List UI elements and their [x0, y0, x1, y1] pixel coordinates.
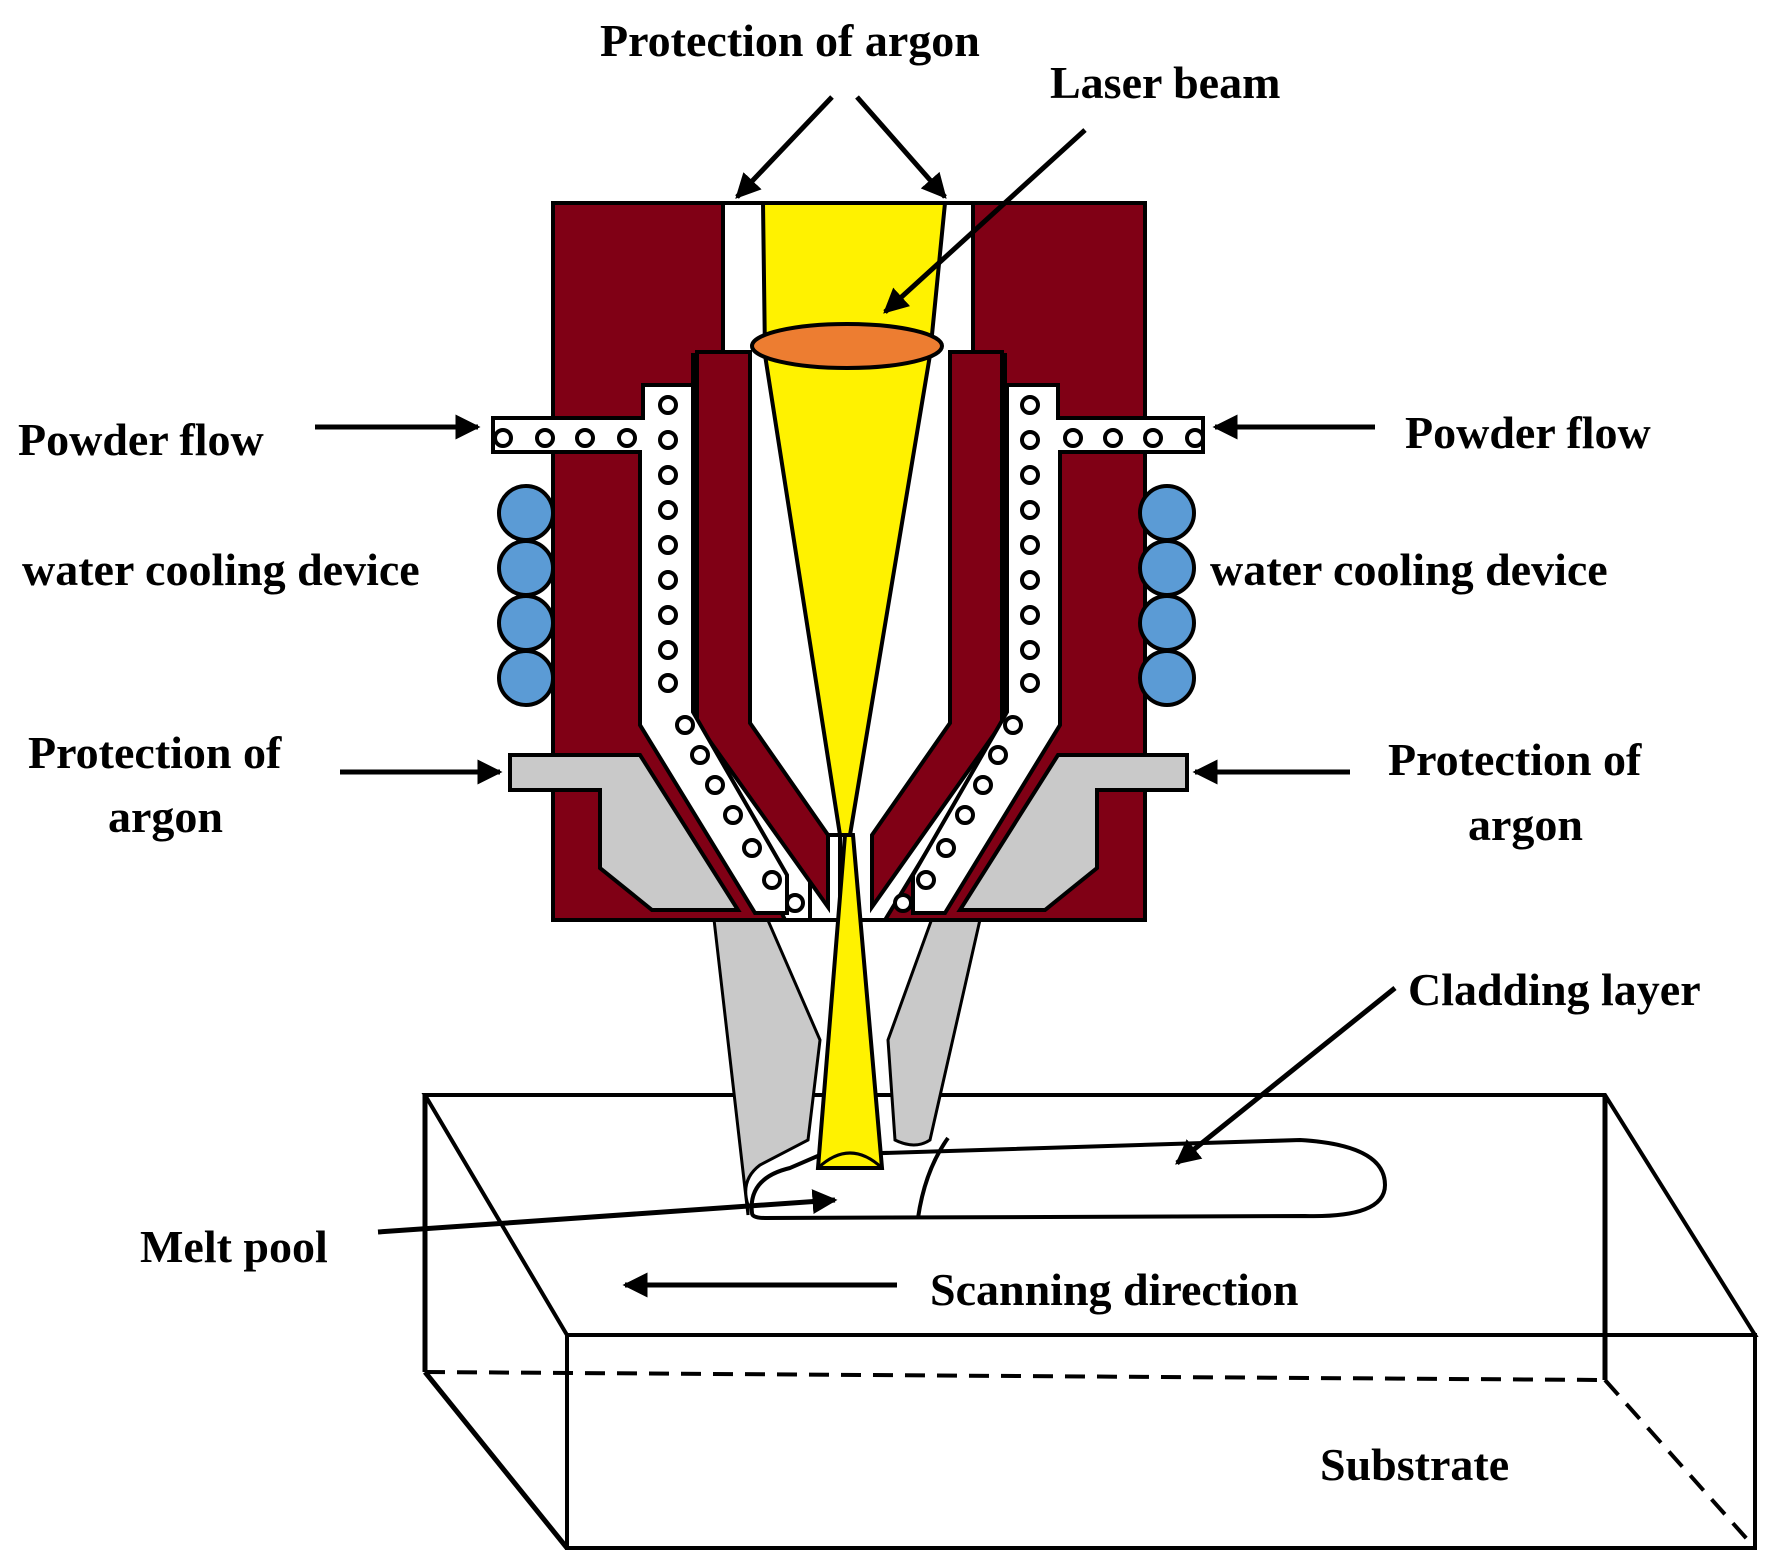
laser-beam [760, 201, 948, 1170]
substrate-block [421, 1093, 1759, 1550]
water-cooling-right [1138, 484, 1196, 707]
label-argon-right-line1: Protection of [1388, 734, 1642, 785]
cladding-front [916, 1136, 950, 1219]
label-laser-beam: Laser beam [1050, 57, 1280, 108]
label-melt-pool: Melt pool [140, 1221, 328, 1272]
argon-shield-left [508, 753, 742, 912]
label-argon-right-line2: argon [1468, 799, 1583, 850]
label-powder-flow-right: Powder flow [1405, 407, 1651, 458]
label-cladding-layer: Cladding layer [1408, 964, 1701, 1015]
focusing-lens [750, 322, 944, 370]
arrows [315, 95, 1397, 1298]
cladding-layer [749, 1137, 1388, 1221]
argon-shield-flow [710, 900, 986, 1216]
label-powder-flow-left: Powder flow [18, 414, 264, 465]
label-scanning-direction: Scanning direction [930, 1264, 1299, 1315]
label-top-argon: Protection of argon [600, 15, 980, 66]
label-substrate: Substrate [1320, 1439, 1509, 1490]
water-cooling-left [497, 484, 555, 707]
label-cooling-right: water cooling device [1210, 544, 1608, 595]
label-argon-left-line1: Protection of [28, 727, 282, 778]
label-cooling-left: water cooling device [22, 544, 420, 595]
label-argon-left-line2: argon [108, 791, 223, 842]
powder-particles [493, 395, 1205, 913]
argon-shield-right [956, 753, 1189, 912]
